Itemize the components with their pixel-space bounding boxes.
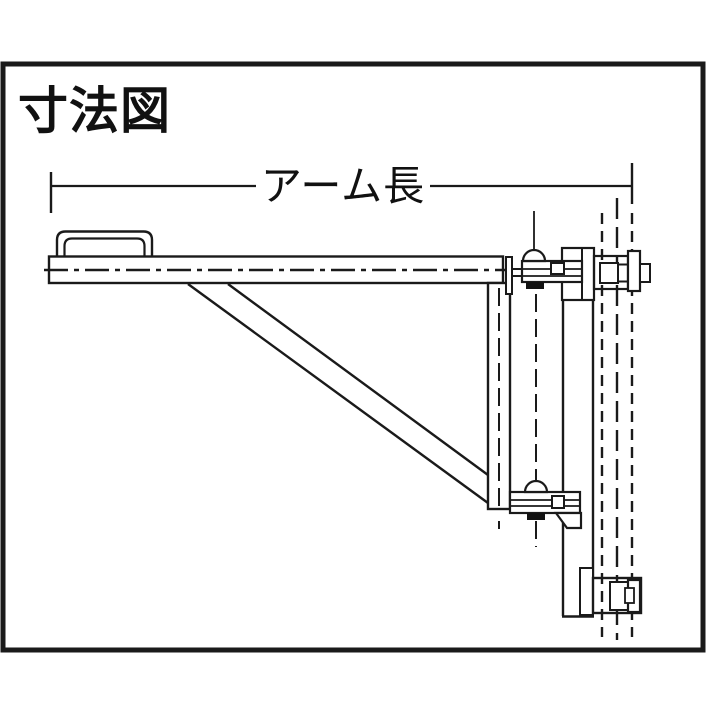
- dimension-label: アーム長: [261, 162, 425, 210]
- lower-bolt-clamp: [508, 479, 583, 530]
- column-tab: [579, 567, 594, 616]
- upper-bolt-head: [521, 248, 547, 263]
- clamp-foot: [553, 511, 583, 530]
- lower-bolt-head: [523, 479, 549, 494]
- diagram-title: 寸法図: [18, 82, 171, 140]
- lower-bolt-washer: [551, 495, 565, 509]
- dimension-line: [49, 163, 634, 213]
- upper-pipe-clamp: [511, 246, 651, 302]
- lower-pipe-clamp: [591, 576, 643, 615]
- diagonal-brace: [187, 283, 489, 504]
- upper-bolt-nut: [526, 282, 544, 289]
- border-frame: [0, 61, 706, 653]
- bolt-axis-lines: [533, 211, 537, 547]
- clamp-column: [561, 300, 595, 618]
- vertical-member: [486, 256, 513, 529]
- arm-handle: [55, 230, 154, 257]
- lower-bolt-nut: [527, 513, 545, 520]
- main-arm: [44, 255, 506, 285]
- upper-bolt-washer: [550, 262, 565, 275]
